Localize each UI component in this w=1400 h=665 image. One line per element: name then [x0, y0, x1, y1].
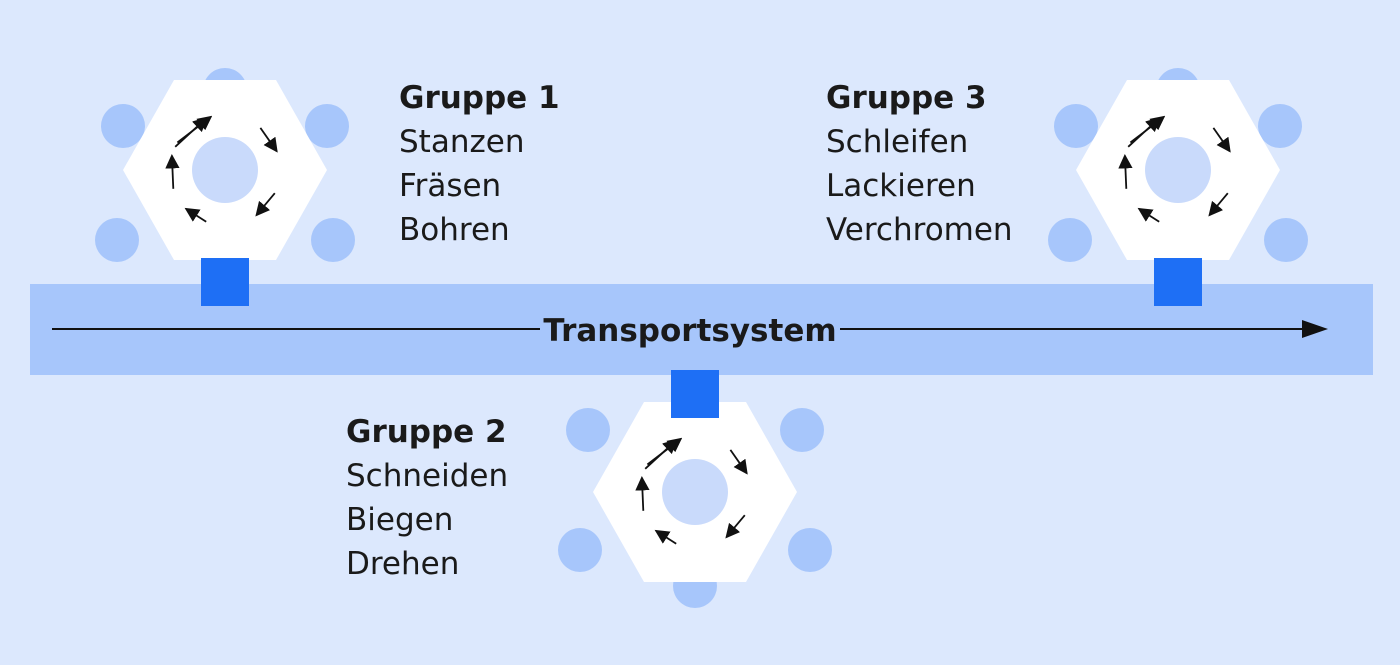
group-1-label: Gruppe 1 Stanzen Fräsen Bohren: [399, 76, 560, 252]
group-2-title: Gruppe 2: [346, 414, 507, 450]
machine-station-circle: [95, 218, 139, 262]
rotation-arrow: [174, 117, 208, 148]
group-3-label: Gruppe 3 Schleifen Lackieren Verchromen: [826, 76, 1013, 252]
group-2-item: Biegen: [346, 502, 454, 538]
group-3-item: Schleifen: [826, 124, 969, 160]
machine-station-circle: [1264, 218, 1308, 262]
transfer-port: [671, 370, 719, 418]
group-3-item: Lackieren: [826, 168, 976, 204]
rotation-arrow: [729, 449, 748, 475]
machine-station-circle: [1054, 104, 1098, 148]
group-1-title: Gruppe 1: [399, 80, 560, 116]
robot-center-circle: [662, 459, 728, 525]
rotation-arrow: [1212, 127, 1231, 153]
rotation-arrow: [1118, 154, 1133, 189]
group-2-item: Schneiden: [346, 458, 509, 494]
transfer-port: [201, 258, 249, 306]
rotation-arrow: [259, 127, 278, 153]
cell-group-2: [558, 370, 832, 608]
machine-station-circle: [558, 528, 602, 572]
group-2-item: Drehen: [346, 546, 460, 582]
transport-label: Transportsystem: [540, 306, 840, 356]
cell-group-1: [95, 68, 355, 306]
group-3-title: Gruppe 3: [826, 80, 987, 116]
robot-center-circle: [1145, 137, 1211, 203]
transfer-port: [1154, 258, 1202, 306]
rotation-arrow: [635, 476, 650, 511]
robot-center-circle: [192, 137, 258, 203]
group-3-item: Verchromen: [826, 212, 1013, 248]
rotation-arrow: [165, 154, 180, 189]
group-1-item: Stanzen: [399, 124, 525, 160]
group-1-item: Bohren: [399, 212, 510, 248]
machine-station-circle: [780, 408, 824, 452]
rotation-arrow: [1137, 207, 1160, 223]
group-2-label: Gruppe 2 Schneiden Biegen Drehen: [346, 410, 508, 586]
machine-station-circle: [788, 528, 832, 572]
rotation-arrow: [184, 207, 207, 223]
rotation-arrow: [725, 514, 746, 539]
machine-station-circle: [311, 218, 355, 262]
rotation-arrow: [654, 529, 677, 545]
group-1-item: Fräsen: [399, 168, 502, 204]
rotation-arrow: [255, 192, 276, 217]
rotation-arrow: [1127, 117, 1161, 148]
rotation-arrow: [1208, 192, 1229, 217]
machine-station-circle: [101, 104, 145, 148]
machine-station-circle: [305, 104, 349, 148]
transport-arrowhead: [1302, 320, 1328, 338]
machine-station-circle: [1048, 218, 1092, 262]
rotation-arrow: [644, 439, 678, 470]
machine-station-circle: [566, 408, 610, 452]
cell-group-3: [1048, 68, 1308, 306]
machine-station-circle: [1258, 104, 1302, 148]
